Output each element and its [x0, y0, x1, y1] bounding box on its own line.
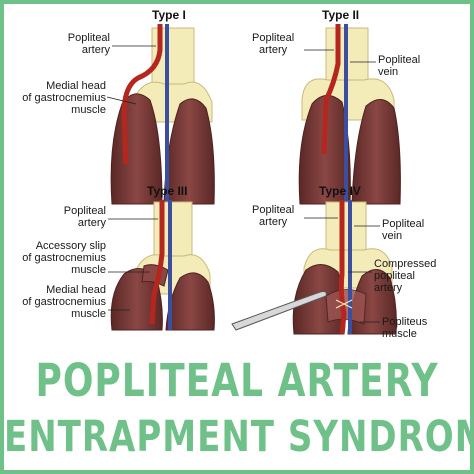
compression-mark [335, 299, 353, 309]
popliteal-artery [321, 24, 341, 155]
headline-line-1: POPLITEAL ARTERY [35, 356, 439, 408]
label-line [106, 96, 137, 105]
panel-type-3-drawing [108, 200, 215, 331]
panel-title-type-1: Type I [152, 8, 186, 22]
panel-type-1-drawing [106, 24, 215, 205]
headline-line-2: ENTRAPMENT SYNDROME [4, 412, 474, 462]
medial-gastrocnemius [110, 268, 163, 331]
panel-type-2-drawing [298, 24, 401, 205]
panel-title-type-3: Type III [147, 184, 188, 198]
lateral-gastrocnemius [351, 99, 401, 205]
panel-title-type-2: Type II [322, 8, 360, 22]
popliteal-artery [338, 200, 347, 335]
popliteal-artery [149, 200, 165, 325]
panel-type-4-drawing [231, 200, 397, 335]
retractor-instrument [231, 291, 327, 331]
anatomy-illustration [106, 24, 401, 335]
panel-title-type-4: Type IV [319, 184, 361, 198]
popliteal-artery [121, 24, 163, 165]
popliteus-muscle [325, 289, 367, 325]
